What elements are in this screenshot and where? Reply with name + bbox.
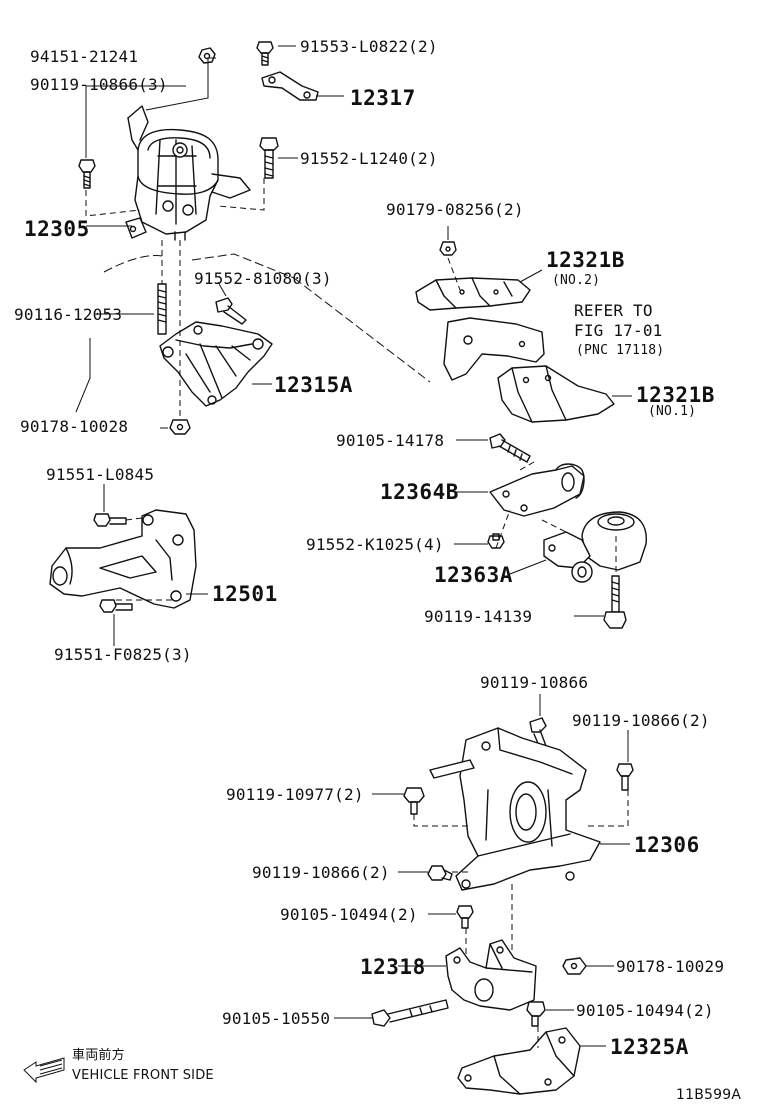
label-refer-fig: FIG 17-01 — [574, 321, 663, 340]
label-91552-l1240-2: 91552-L1240(2) — [300, 149, 438, 168]
nut-90178-10028 — [169, 419, 191, 435]
bracket-12325a — [457, 1027, 581, 1095]
label-12305: 12305 — [24, 217, 90, 241]
label-90178-10028: 90178-10028 — [20, 417, 129, 436]
bolt-90105-10550 — [371, 999, 449, 1027]
label-90179-08256-2: 90179-08256(2) — [386, 200, 524, 219]
label-12315a: 12315A — [274, 373, 353, 397]
bracket-12315a — [159, 321, 273, 407]
vehicle-front-side-jp: 車両前方 — [72, 1048, 125, 1063]
bracket-12318 — [445, 939, 537, 1011]
label-12321b-no1: 12321B — [636, 383, 715, 407]
label-12321b-no2: 12321B — [546, 248, 625, 272]
bolt-90119-10866-2a — [616, 763, 634, 791]
bolt-91553 — [256, 41, 274, 66]
bracket-12306 — [429, 727, 601, 891]
label-12364b: 12364B — [380, 480, 459, 504]
bolt-91552-81080 — [215, 297, 247, 325]
vehicle-front-side-en: VEHICLE FRONT SIDE — [72, 1068, 214, 1083]
bolt-91552-k1025 — [487, 533, 505, 549]
label-90119-10866-2a: 90119-10866(2) — [572, 711, 710, 730]
bolt-91552-l1240 — [259, 137, 279, 179]
bolt-90119-10866-3 — [78, 159, 96, 189]
label-12306: 12306 — [634, 833, 700, 857]
label-12501: 12501 — [212, 582, 278, 606]
label-90178-10029: 90178-10029 — [616, 957, 725, 976]
bolt-90119-10866-2b — [427, 865, 453, 881]
engine-mount-12305 — [125, 105, 251, 241]
bolt-90119-14139 — [603, 575, 627, 629]
label-90119-10866: 90119-10866 — [480, 673, 589, 692]
bracket-17118-reference — [443, 317, 545, 381]
nut-90178-10029 — [562, 957, 587, 975]
bolt-91551-l0845 — [93, 513, 127, 527]
label-90105-10494-2a: 90105-10494(2) — [280, 905, 418, 924]
label-refer-to: REFER TO — [574, 301, 653, 320]
label-91551-f0825-3: 91551-F0825(3) — [54, 645, 192, 664]
bolt-90105-10494-a — [456, 905, 474, 929]
label-12317: 12317 — [350, 86, 416, 110]
bracket-12364b — [489, 463, 585, 517]
shield-12321b-no1 — [497, 365, 615, 423]
label-90105-14178: 90105-14178 — [336, 431, 445, 450]
label-12363a: 12363A — [434, 563, 513, 587]
label-91553-l0822-2: 91553-L0822(2) — [300, 37, 438, 56]
figure-id: 11B599A — [676, 1087, 742, 1103]
label-90119-10977-2: 90119-10977(2) — [226, 785, 364, 804]
label-94151-21241: 94151-21241 — [30, 47, 139, 66]
bolt-91551-f0825 — [99, 599, 133, 613]
stud-90116-12053 — [157, 283, 167, 335]
bolt-90105-14178 — [489, 433, 531, 463]
label-refer-pnc: (PNC 17118) — [576, 343, 665, 358]
label-90105-10494-2b: 90105-10494(2) — [576, 1001, 714, 1020]
label-12325a: 12325A — [610, 1035, 689, 1059]
label-90105-10550: 90105-10550 — [222, 1009, 331, 1028]
label-91552-k1025-4: 91552-K1025(4) — [306, 535, 444, 554]
bracket-12501 — [49, 509, 197, 609]
nut-90179-08256 — [439, 241, 457, 256]
label-90116-12053: 90116-12053 — [14, 305, 123, 324]
label-12321b-no1-sub: (NO.1) — [648, 404, 697, 419]
mount-12363a — [543, 511, 647, 583]
label-12318: 12318 — [360, 955, 426, 979]
label-90119-10866-2b: 90119-10866(2) — [252, 863, 390, 882]
bolt-90105-10494-b — [526, 1001, 546, 1027]
label-91551-l0845: 91551-L0845 — [46, 465, 155, 484]
bolt-90119-10977 — [403, 787, 425, 815]
label-12321b-no2-sub: (NO.2) — [552, 273, 601, 288]
arrow-left-icon — [23, 1057, 65, 1084]
nut-94151 — [198, 47, 216, 64]
label-90119-14139: 90119-14139 — [424, 607, 533, 626]
bracket-12317 — [261, 71, 319, 101]
label-91552-81080-3: 91552-81080(3) — [194, 269, 332, 288]
shield-12321b-no2 — [415, 277, 531, 311]
label-90119-10866-3: 90119-10866(3) — [30, 75, 168, 94]
